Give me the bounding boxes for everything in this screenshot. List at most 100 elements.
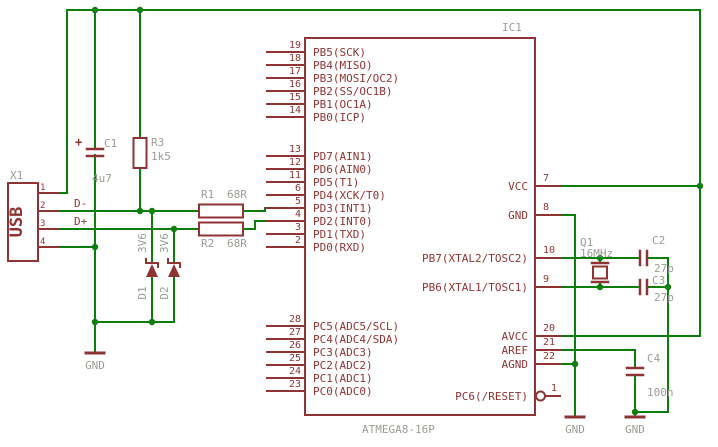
capacitor-value: 4u7 bbox=[92, 172, 112, 185]
ic-pin-number: 25 bbox=[289, 353, 301, 364]
ic-pin-label: PD0(RXD) bbox=[313, 241, 366, 254]
ic-pin-label: AGND bbox=[502, 358, 529, 371]
ic-pin-label: PB4(MISO) bbox=[313, 59, 373, 72]
net-label: D+ bbox=[74, 215, 88, 228]
resistor-value: 1k5 bbox=[151, 150, 171, 163]
usb-pin-number: 3 bbox=[40, 219, 45, 229]
junction-dot bbox=[91, 6, 99, 14]
ic-pin-number: 16 bbox=[289, 79, 301, 90]
ic-pin-number: 5 bbox=[295, 196, 301, 207]
crystal-name: Q1 bbox=[580, 236, 593, 249]
ic-pin-label: PD6(AIN0) bbox=[313, 163, 373, 176]
ic-pin-number: 27 bbox=[289, 327, 301, 338]
capacitor-value: 27p bbox=[654, 291, 674, 304]
junction-dot bbox=[136, 6, 144, 14]
resistor-name: R3 bbox=[151, 136, 164, 149]
ic-pin-number: 23 bbox=[289, 379, 301, 390]
ic-pin-number: 18 bbox=[289, 53, 301, 64]
ic-pin-number: 1 bbox=[551, 383, 557, 394]
ic-pin-number: 9 bbox=[543, 274, 549, 285]
ic-pin-number: 21 bbox=[543, 337, 555, 348]
resistor-value: 68R bbox=[227, 237, 247, 250]
usb-pin-number: 2 bbox=[40, 201, 45, 211]
ic-pin-label: PB3(MOSI/OC2) bbox=[313, 72, 399, 85]
ic-pin-label: PB0(ICP) bbox=[313, 111, 366, 124]
ground-symbol: GND bbox=[564, 415, 586, 436]
ic-pin-label: PC2(ADC2) bbox=[313, 359, 373, 372]
junction-dot bbox=[596, 283, 604, 291]
junction-dot bbox=[631, 408, 639, 416]
junction-dots-layer bbox=[91, 6, 704, 416]
junction-dot bbox=[596, 254, 604, 262]
junction-dot bbox=[136, 207, 144, 215]
zener-triangle bbox=[146, 264, 158, 277]
ic-pin-label: PD4(XCK/T0) bbox=[313, 189, 386, 202]
ic-pin-label: PC5(ADC5/SCL) bbox=[313, 320, 399, 333]
ic-part-value: ATMEGA8-16P bbox=[362, 423, 435, 436]
ic-pin-invert-circle bbox=[535, 390, 546, 402]
ic-pin-number: 12 bbox=[289, 157, 301, 168]
zener-name: D2 bbox=[158, 286, 171, 299]
junction-dot bbox=[696, 182, 704, 190]
usb-body bbox=[7, 182, 39, 262]
ic-pin-label: PD5(T1) bbox=[313, 176, 359, 189]
ground-label: GND bbox=[85, 359, 105, 372]
ic-pin-label: GND bbox=[508, 209, 528, 222]
ic-pin-label: PC4(ADC4/SDA) bbox=[313, 333, 399, 346]
junction-dot bbox=[91, 318, 99, 326]
ic-pin-label: PB7(XTAL2/TOSC2) bbox=[422, 252, 528, 265]
ic-pin-number: 17 bbox=[289, 66, 301, 77]
ic-pin-number: 4 bbox=[295, 209, 301, 220]
zener-value: 3V6 bbox=[136, 233, 149, 253]
resistor-name: R1 bbox=[201, 188, 214, 201]
ic-pin-label: PC1(ADC1) bbox=[313, 372, 373, 385]
ic-pin-label: PD2(INT0) bbox=[313, 215, 373, 228]
capacitor-value: 100n bbox=[647, 386, 674, 399]
ic-pin-number: 28 bbox=[289, 314, 301, 325]
ground-label: GND bbox=[625, 423, 645, 436]
zener-d1: D1 3V6 bbox=[136, 233, 159, 300]
resistor-body bbox=[198, 203, 244, 219]
ic-pin-label: PC0(ADC0) bbox=[313, 385, 373, 398]
ic-pin-label: PB1(OC1A) bbox=[313, 98, 373, 111]
zener-name: D1 bbox=[136, 286, 149, 299]
ground-label: GND bbox=[565, 423, 585, 436]
ic-body bbox=[304, 37, 536, 416]
usb-name: X1 bbox=[10, 169, 23, 182]
capacitor-name: C1 bbox=[104, 137, 117, 150]
ic-pin-label: PD3(INT1) bbox=[313, 202, 373, 215]
ic-pin-number: 26 bbox=[289, 340, 301, 351]
crystal-value: 16MHz bbox=[580, 247, 613, 260]
ic-pin-number: 13 bbox=[289, 144, 301, 155]
capacitor-c4: C4 100n bbox=[625, 352, 674, 399]
ic-pin-number: 22 bbox=[543, 351, 555, 362]
capacitor-name: C4 bbox=[647, 352, 661, 365]
ic-pin-label: PB6(XTAL1/TOSC1) bbox=[422, 281, 528, 294]
ic-pin-label: PB5(SCK) bbox=[313, 46, 366, 59]
zener-value: 3V6 bbox=[158, 233, 171, 253]
zener-triangle bbox=[168, 264, 180, 277]
junction-dot bbox=[170, 225, 178, 233]
ground-symbol: GND bbox=[624, 415, 646, 436]
ic-pin-number: 2 bbox=[295, 235, 301, 246]
ic-pin-number: 10 bbox=[543, 245, 555, 256]
resistor-body bbox=[132, 137, 148, 169]
ic-pin-number: 15 bbox=[289, 92, 301, 103]
ic-name: IC1 bbox=[502, 21, 522, 34]
ic-pin-label: AREF bbox=[502, 344, 529, 357]
resistor-body bbox=[198, 221, 244, 237]
junction-dot bbox=[91, 243, 99, 251]
junction-dot bbox=[148, 207, 156, 215]
ic-pin-number: 20 bbox=[543, 323, 555, 334]
wires-layer bbox=[57, 9, 701, 418]
junction-dot bbox=[664, 283, 672, 291]
